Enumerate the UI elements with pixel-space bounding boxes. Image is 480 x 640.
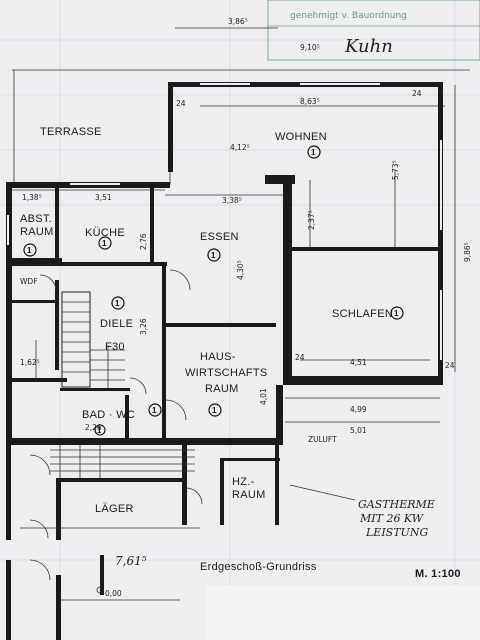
plan-scale: M. 1:100 <box>415 568 461 580</box>
room-hz-1: HZ.- <box>232 476 255 488</box>
dim-276: 2,76 <box>139 233 148 250</box>
dim-top: 3,86⁵ <box>228 17 248 26</box>
dim-237: 2,37⁵ <box>307 210 316 230</box>
dim-226: 2,26 <box>85 423 102 432</box>
note-gas-2: MIT 26 KW <box>359 512 425 525</box>
room-schlafen: SCHLAFEN <box>332 308 393 320</box>
door-swings <box>29 269 203 581</box>
svg-text:1: 1 <box>152 406 157 415</box>
svg-text:1: 1 <box>211 251 216 260</box>
room-essen: ESSEN <box>200 231 239 243</box>
dim-761: 7,61⁵ <box>115 554 147 568</box>
svg-text:1: 1 <box>27 246 32 255</box>
dim-24c: 24 <box>295 353 305 362</box>
room-lager: LÄGER <box>95 503 134 515</box>
room-marker: 1 <box>390 306 404 320</box>
room-marker: 1 <box>111 296 125 310</box>
dim-338: 3,38⁵ <box>222 196 242 205</box>
signature: Kuhn <box>344 36 393 57</box>
label-wdf: WDF <box>20 277 38 286</box>
room-abst-2: RAUM <box>20 226 54 238</box>
blank-corner <box>205 585 480 640</box>
dim-430: 4,30⁵ <box>236 260 245 280</box>
room-bad-wc: BAD · WC <box>82 409 135 421</box>
room-abst-1: ABST. <box>20 213 52 225</box>
room-wohnen: WOHNEN <box>275 131 327 143</box>
room-diele: DIELE <box>100 318 133 330</box>
dim-412: 4,12⁵ <box>230 143 250 152</box>
note-pointer <box>289 484 356 501</box>
svg-text:1: 1 <box>212 406 217 415</box>
room-marker: 1 <box>208 403 222 417</box>
dim-326: 3,26 <box>139 318 148 335</box>
lower-staircase <box>50 445 195 478</box>
room-hauswirt-1: HAUS- <box>200 351 236 363</box>
dim-24d: 24 <box>445 361 455 370</box>
approval-stamp: genehmigt v. Bauordnung <box>267 0 480 61</box>
room-kueche: KÜCHE <box>85 227 125 239</box>
dim-top2: 9,10⁵ <box>300 43 320 52</box>
note-gas-3: LEISTUNG <box>365 526 428 539</box>
svg-text:1: 1 <box>102 239 107 248</box>
stamp-text: genehmigt v. Bauordnung <box>290 11 407 21</box>
dim-1385: 1,38⁵ <box>22 193 42 202</box>
lower-columns <box>6 555 180 640</box>
dim-863: 8,63⁵ <box>300 97 320 106</box>
room-terrasse: TERRASSE <box>40 126 102 138</box>
room-hauswirt-2: WIRTSCHAFTS <box>185 367 268 379</box>
dim-573: 5,73⁵ <box>391 160 400 180</box>
svg-text:1: 1 <box>394 309 399 318</box>
label-zuluft: ZULUFT <box>308 435 337 444</box>
room-marker: 1 <box>148 403 162 417</box>
windows <box>7 83 442 360</box>
note-gas-1: GASTHERME <box>358 498 435 511</box>
svg-text:1: 1 <box>97 426 102 435</box>
svg-text:1: 1 <box>311 148 316 157</box>
svg-text:1: 1 <box>115 299 120 308</box>
room-marker: 1 <box>307 145 321 159</box>
staircase <box>61 291 125 388</box>
dim-162: 1,62⁵ <box>20 358 40 367</box>
dim-499: 4,99 <box>350 405 367 414</box>
room-markers: 1 1 1 1 1 1 1 1 1 <box>23 145 404 436</box>
dimension-lines <box>10 69 470 529</box>
room-marker: 1 <box>207 248 221 262</box>
dim-000: 0,00 <box>105 589 122 598</box>
dim-24b: 24 <box>412 89 422 98</box>
room-marker: 1 <box>98 236 112 250</box>
dim-986: 9,86⁵ <box>463 242 472 262</box>
dim-24a: 24 <box>176 99 186 108</box>
room-hauswirt-3: RAUM <box>205 383 239 395</box>
plan-title: Erdgeschoß-Grundriss <box>200 561 317 573</box>
dim-501: 5,01 <box>350 426 367 435</box>
label-f30: F30 <box>105 341 125 353</box>
room-marker: 1 <box>94 424 106 436</box>
room-hz-2: RAUM <box>232 489 266 501</box>
dim-351: 3,51 <box>95 193 112 202</box>
room-marker: 1 <box>23 243 37 257</box>
dim-451: 4,51 <box>350 358 367 367</box>
dim-401: 4,01 <box>259 388 268 405</box>
